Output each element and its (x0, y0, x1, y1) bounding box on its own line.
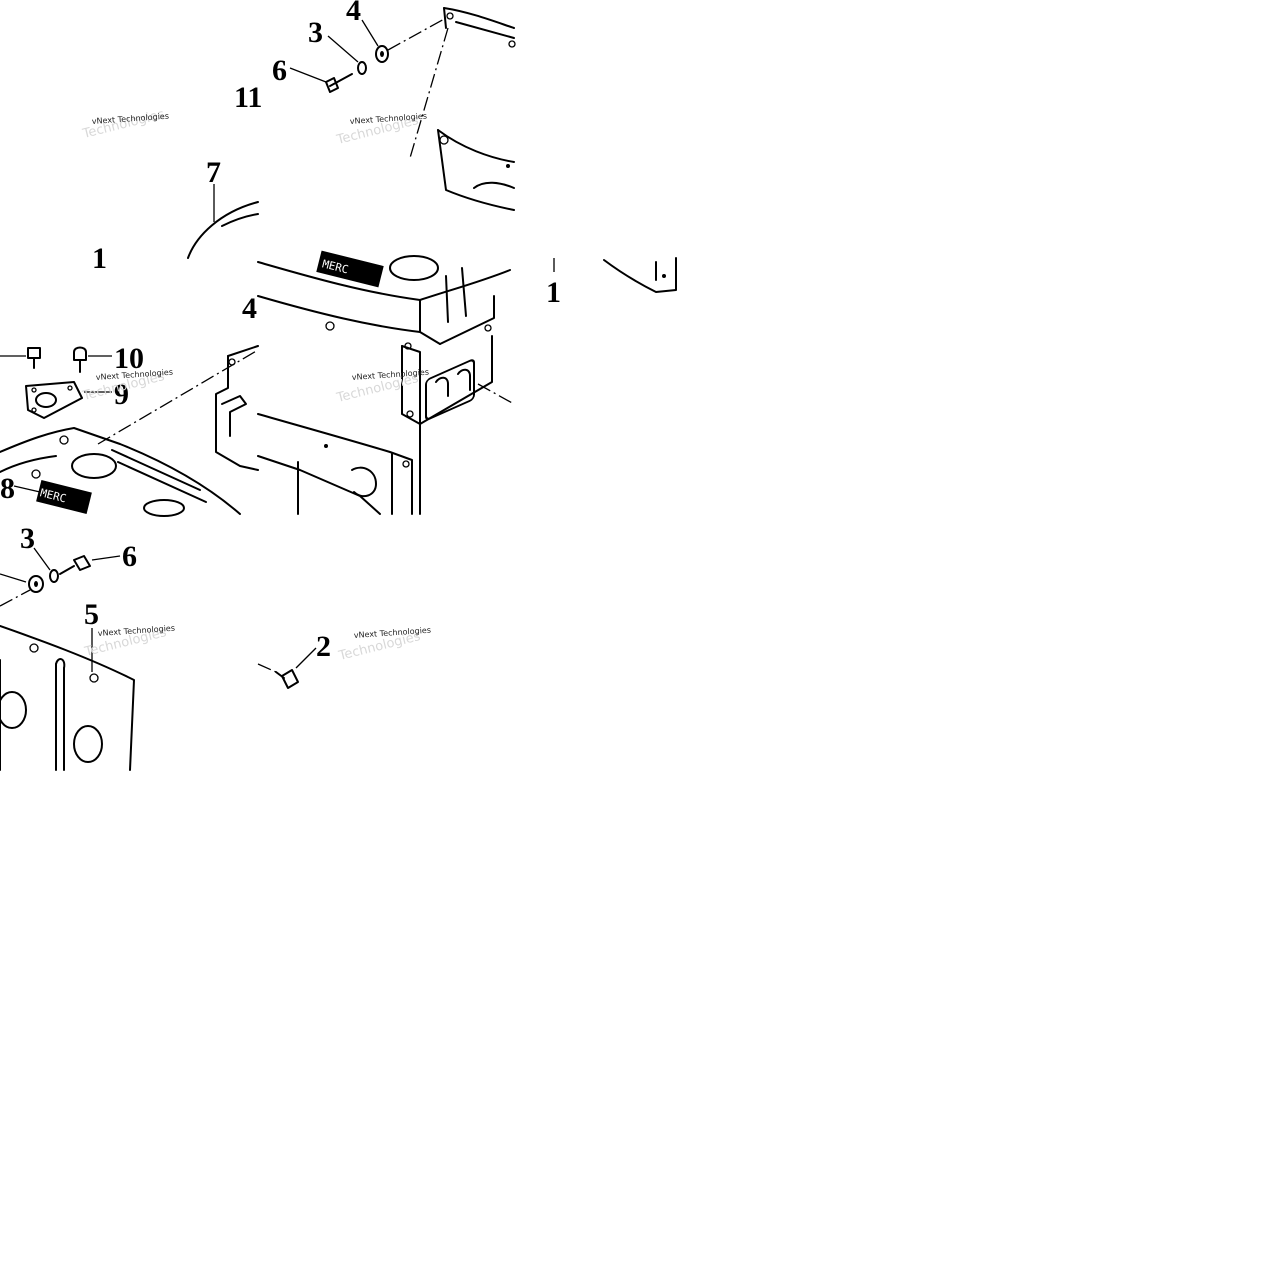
callout-7: 7 (206, 156, 221, 189)
tile-middle-left: 10 9 MERC 8 Technologies v (0, 342, 259, 517)
watermark-4: Technologies vNext Technologies (334, 368, 429, 406)
tile-upper-center: 6 3 4 Technologies vNext Technologies (272, 0, 516, 211)
callout-6b: 6 (122, 540, 137, 573)
mount-bracket-4 (215, 345, 259, 471)
support-bracket-upper (409, 7, 516, 211)
callout-9: 9 (114, 378, 129, 411)
leader-3a (327, 35, 359, 63)
manifold-8-part: MERC (0, 427, 241, 517)
lock-washer-3-lower-icon (49, 569, 59, 583)
leader-6a (289, 67, 327, 83)
svg-text:MERC: MERC (321, 257, 350, 276)
bolt-left-icon (0, 347, 41, 369)
flat-washer-4-lower-icon (28, 575, 44, 593)
cowl-housing: MERC (257, 250, 515, 515)
tile-lower-center: 2 Technologies vNext Technologies (257, 626, 431, 689)
leader-6b (91, 555, 121, 561)
callout-3a: 3 (308, 16, 323, 49)
bolt-10-icon (73, 346, 87, 373)
callout-11: 11 (234, 81, 262, 114)
callout-8: 8 (0, 472, 15, 505)
callout-10: 10 (114, 342, 144, 375)
part-7-cover-inner (221, 213, 259, 227)
watermark-2: Technologies vNext Technologies (334, 112, 427, 148)
tile-middle-right: 1 (546, 257, 677, 309)
tile-middle-center: MERC (215, 250, 515, 515)
watermark-1: Technologies vNext Technologies (80, 107, 169, 142)
screw-2-icon (257, 663, 299, 689)
leader-4a (361, 19, 379, 47)
flat-washer-4-upper-icon (375, 45, 389, 63)
callout-2: 2 (316, 630, 331, 663)
svg-text:MERC: MERC (39, 486, 68, 505)
callout-1: 1 (546, 276, 561, 309)
tile-upper-left: 7 11 1 Technologies vNext Technologies (80, 81, 262, 275)
callout-5: 5 (84, 598, 99, 631)
lock-washer-3-upper-icon (357, 61, 367, 75)
leader-2 (295, 647, 317, 669)
part-1-fragment (603, 257, 677, 293)
leader-8 (13, 485, 41, 493)
bolt-6-upper-icon (325, 73, 353, 93)
leader-3b (33, 547, 51, 571)
callout-3b: 3 (20, 522, 35, 555)
watermark-6: Technologies vNext Technologies (336, 626, 431, 664)
callout-cut: 1 (92, 242, 107, 275)
cover-plate-5 (0, 625, 135, 771)
tile-lower-left: 3 6 5 Technologies vNext Technologies (0, 522, 175, 771)
gasket-9-icon (25, 381, 83, 419)
part-7-cover-edge (187, 201, 259, 259)
bolt-6-lower-icon (59, 555, 91, 575)
watermark-5: Technologies vNext Technologies (82, 624, 175, 660)
callout-4a: 4 (346, 0, 361, 27)
callout-6a: 6 (272, 54, 287, 87)
callout-4b: 4 (242, 292, 257, 325)
